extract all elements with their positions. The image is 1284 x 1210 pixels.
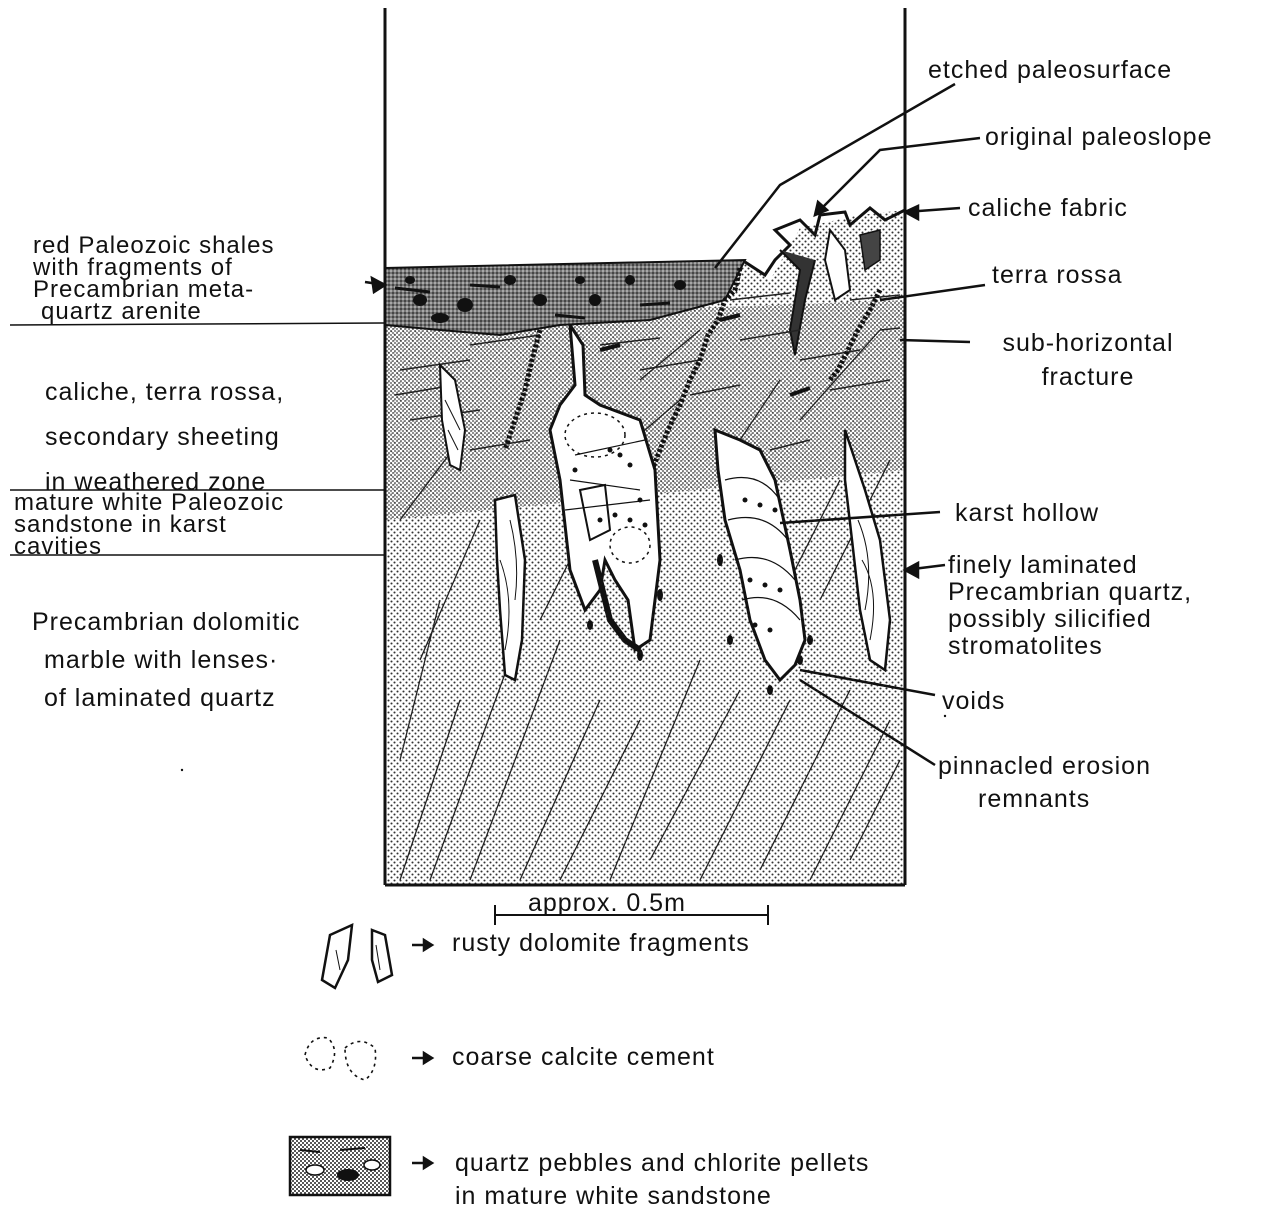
label-precambrian-line2: marble with lenses· — [44, 641, 300, 679]
label-finely-laminated-line2: Precambrian quartz, — [948, 579, 1192, 606]
label-pinnacled-erosion: pinnacled erosion remnants — [938, 753, 1151, 813]
rusty-dolomite-fragment-icon — [322, 925, 392, 988]
label-red-shales-line4: quartz arenite — [41, 301, 274, 323]
legend-arrows — [412, 940, 432, 1168]
label-voids: voids — [942, 688, 1005, 715]
legend-text-pebbles: quartz pebbles and chlorite pellets in m… — [455, 1150, 869, 1210]
label-caliche-line1: caliche, terra rossa, — [45, 370, 284, 415]
label-pinnacled-line2: remnants — [978, 786, 1151, 813]
label-finely-laminated-line3: possibly silicified — [948, 606, 1192, 633]
legend-text-rusty-dolomite: rusty dolomite fragments — [452, 930, 750, 957]
label-precambrian-line1: Precambrian dolomitic — [32, 603, 300, 641]
legend-text-calcite-cement: coarse calcite cement — [452, 1044, 715, 1071]
label-finely-laminated-line4: stromatolites — [948, 633, 1192, 660]
label-sub-horizontal-line1: sub-horizontal — [968, 330, 1208, 357]
legend-pebbles-line2: in mature white sandstone — [455, 1183, 869, 1210]
label-etched-paleosurface: etched paleosurface — [928, 57, 1172, 84]
scale-label: approx. 0.5m — [528, 890, 686, 917]
outcrop-block — [385, 8, 905, 885]
label-finely-laminated: finely laminated Precambrian quartz, pos… — [948, 552, 1192, 660]
calcite-cement-icon — [305, 1038, 376, 1080]
label-finely-laminated-line1: finely laminated — [948, 552, 1192, 579]
label-sub-horizontal-fracture: sub-horizontal fracture — [968, 330, 1208, 391]
label-red-paleozoic-shales: red Paleozoic shales with fragments of P… — [33, 235, 274, 323]
label-sub-horizontal-line2: fracture — [968, 364, 1208, 391]
label-precambrian-line3: of laminated quartz — [44, 679, 300, 717]
label-karst-hollow: karst hollow — [955, 500, 1099, 527]
label-caliche-line2: secondary sheeting — [45, 415, 284, 460]
label-mature-line3: cavities — [14, 536, 284, 558]
label-caliche-fabric: caliche fabric — [968, 195, 1128, 222]
label-precambrian-marble: Precambrian dolomitic marble with lenses… — [32, 603, 300, 717]
label-terra-rossa: terra rossa — [992, 262, 1122, 289]
label-mature-white-sandstone: mature white Paleozoic sandstone in kars… — [14, 492, 284, 558]
legend-pebbles-line1: quartz pebbles and chlorite pellets — [455, 1150, 869, 1177]
label-original-paleoslope: original paleoslope — [985, 124, 1212, 151]
pebbles-pellets-icon — [290, 1137, 390, 1195]
label-pinnacled-line1: pinnacled erosion — [938, 753, 1151, 780]
label-caliche-zone: caliche, terra rossa, secondary sheeting… — [45, 370, 284, 505]
